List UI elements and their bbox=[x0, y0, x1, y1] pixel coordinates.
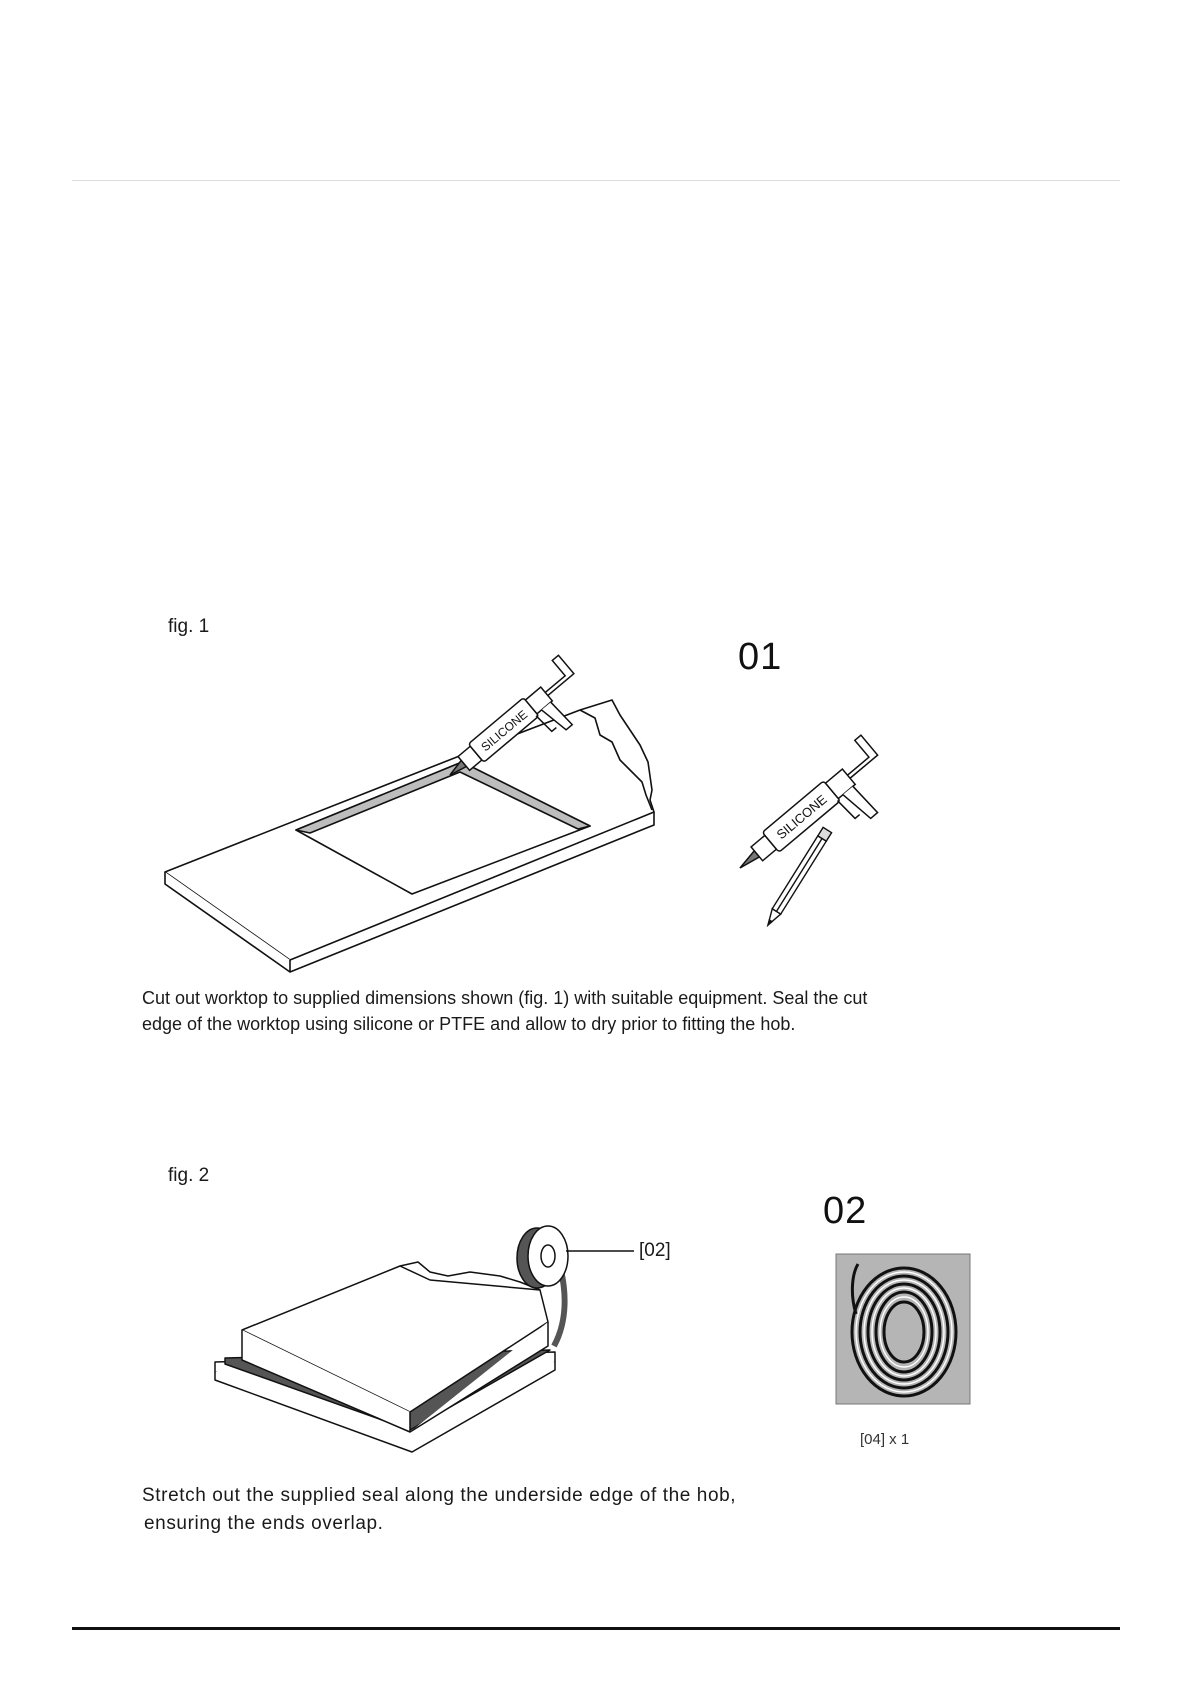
fig-2-label: fig. 2 bbox=[168, 1165, 210, 1186]
step-2-caption: Stretch out the supplied seal along the … bbox=[142, 1482, 1042, 1538]
step-number-01: 01 bbox=[738, 636, 783, 678]
footer-divider bbox=[72, 1627, 1120, 1630]
pencil-icon bbox=[766, 826, 833, 928]
step-1-caption: Cut out worktop to supplied dimensions s… bbox=[142, 985, 1042, 1037]
fig-1-label: fig. 1 bbox=[168, 616, 210, 637]
step-2-caption-line-2: ensuring the ends overlap. bbox=[144, 1513, 384, 1534]
part-quantity: [04] x 1 bbox=[860, 1431, 910, 1448]
part-callout-02: [02] bbox=[639, 1240, 671, 1261]
step-1-caption-line-2: edge of the worktop using silicone or PT… bbox=[142, 1014, 796, 1034]
step-1-caption-line-1: Cut out worktop to supplied dimensions s… bbox=[142, 988, 868, 1008]
step-number-02: 02 bbox=[823, 1190, 868, 1232]
header-divider bbox=[72, 180, 1120, 181]
step-2-caption-line-1: Stretch out the supplied seal along the … bbox=[142, 1485, 737, 1506]
seal-coil-icon bbox=[835, 1253, 971, 1405]
seal-roll-icon bbox=[516, 1225, 569, 1289]
